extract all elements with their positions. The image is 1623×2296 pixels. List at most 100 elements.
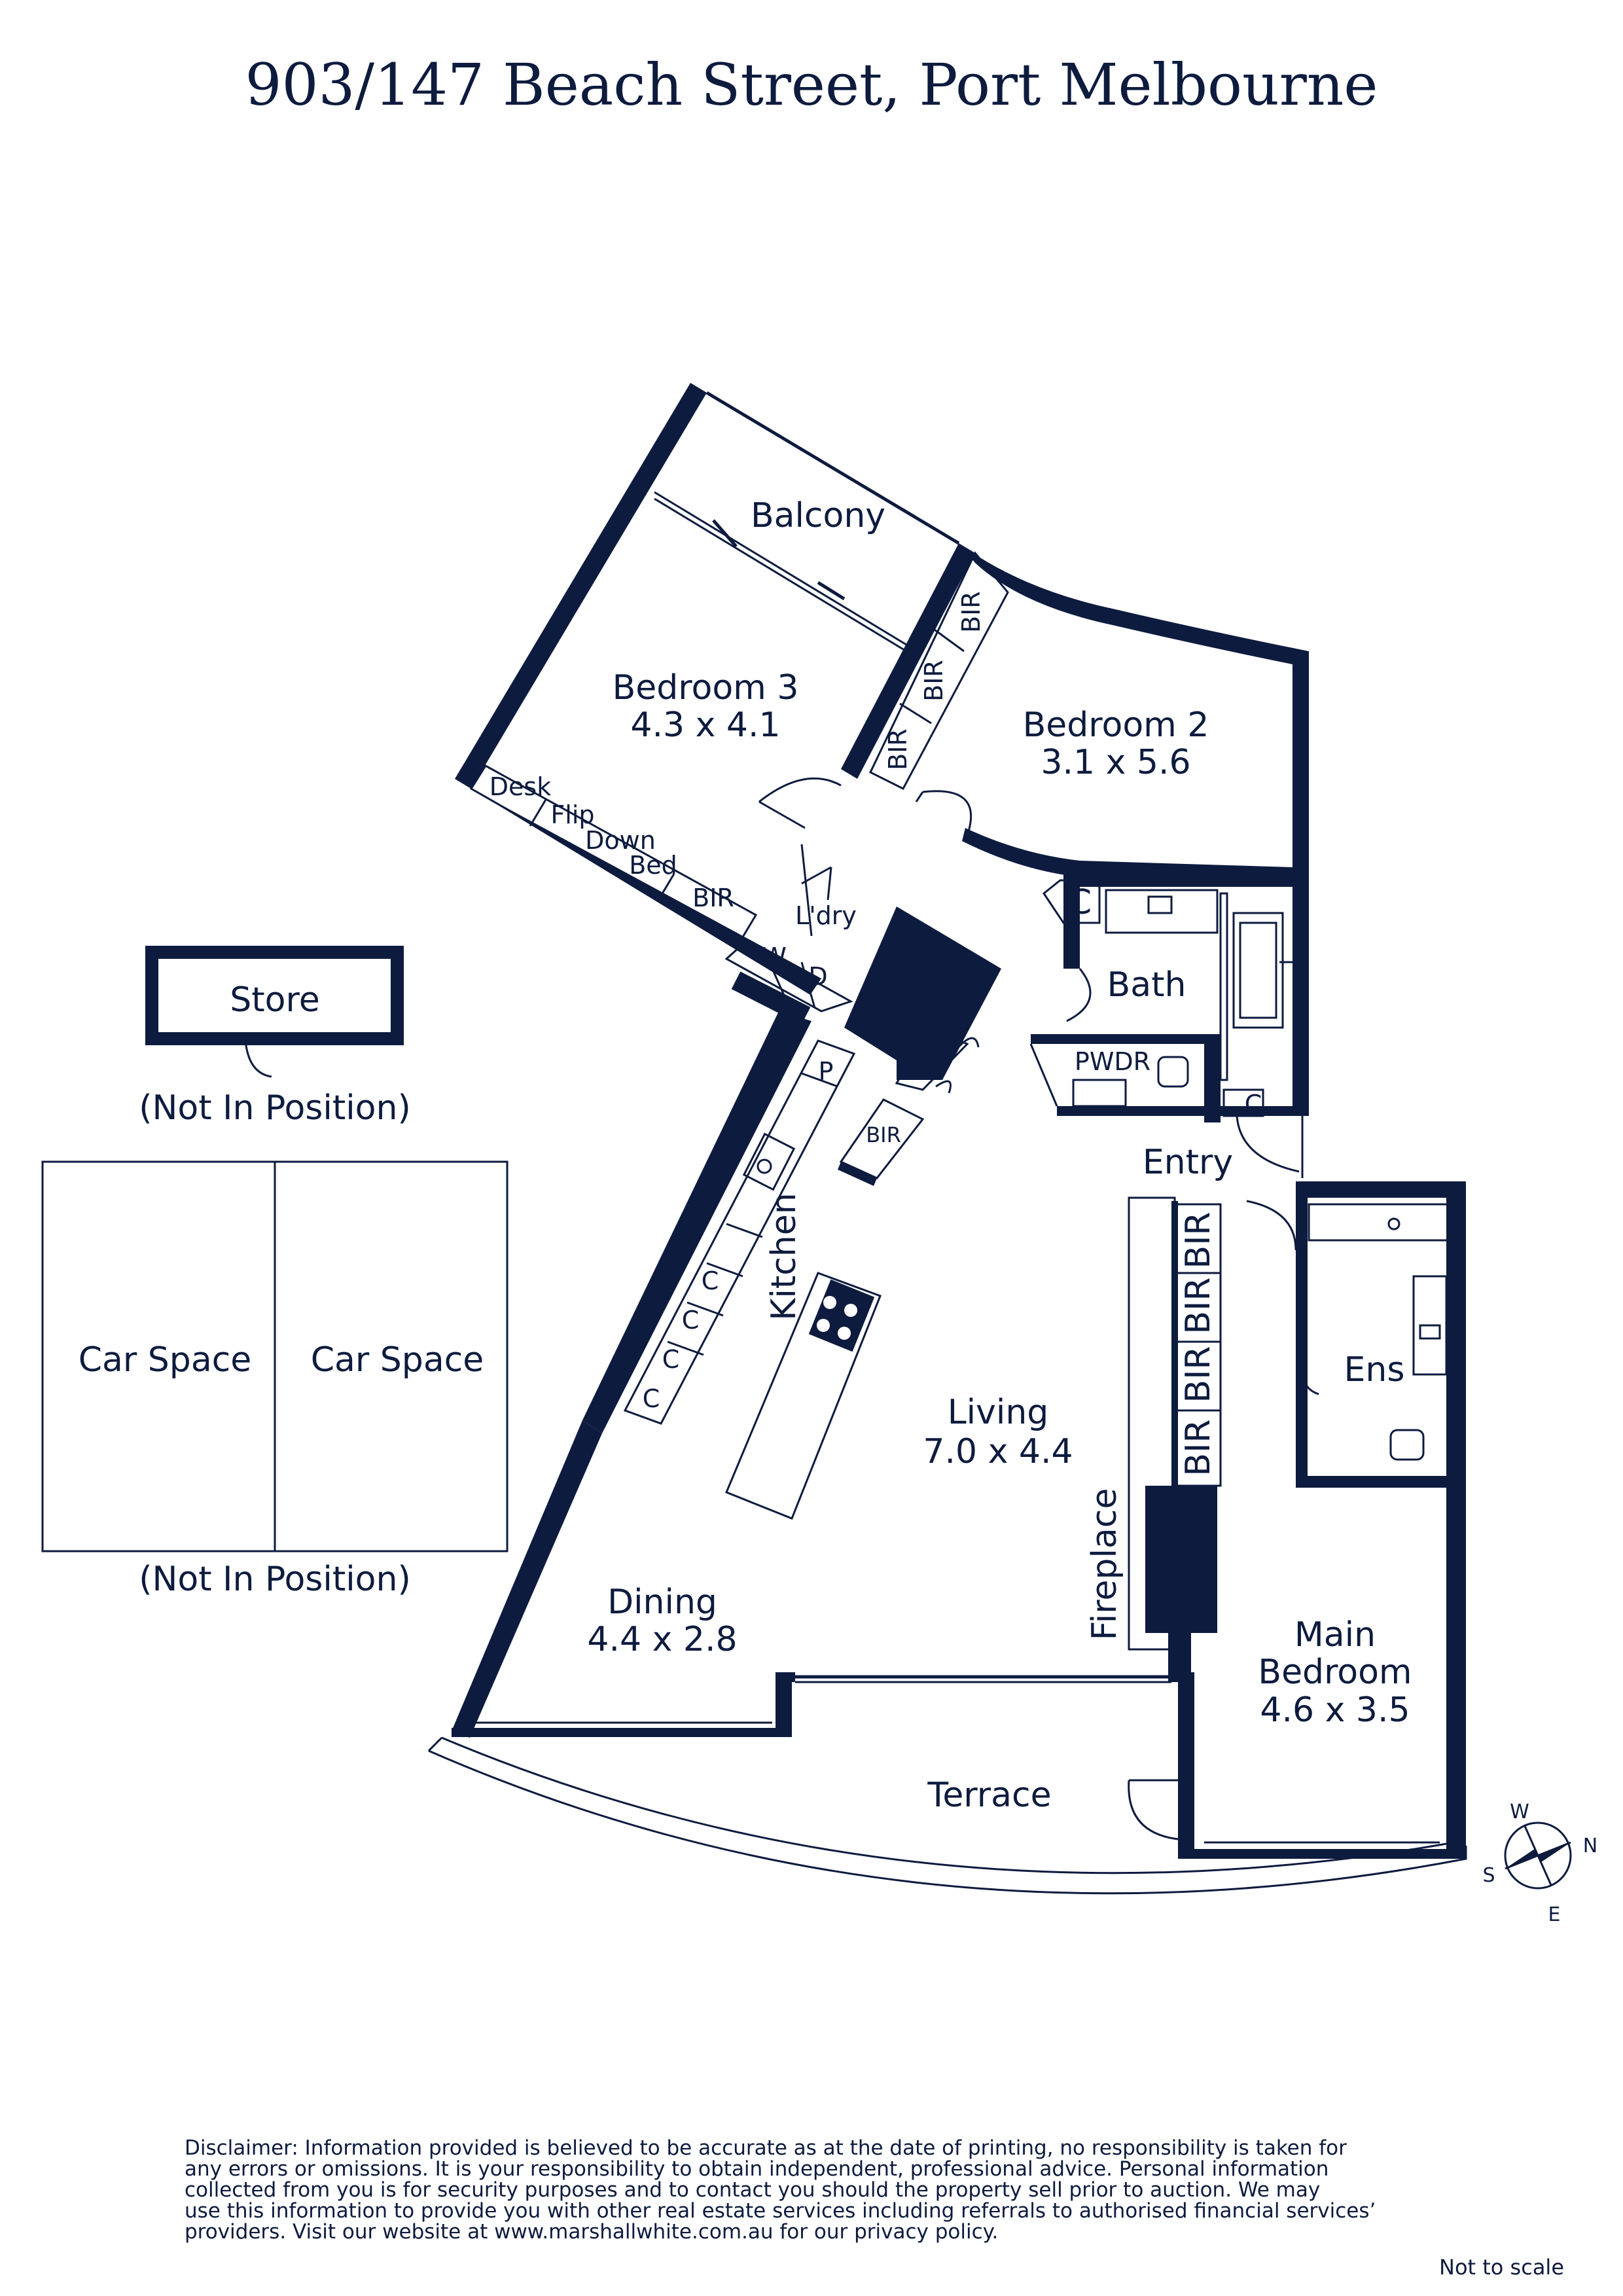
main-bedroom-dim: 4.6 x 3.5 bbox=[1260, 1691, 1410, 1730]
bir-label-bed2-top: BIR bbox=[957, 591, 986, 633]
bir-label-main-1: BIR bbox=[1179, 1211, 1218, 1268]
kitchen-bench bbox=[623, 1039, 856, 1425]
pwdr-basin bbox=[1072, 1079, 1127, 1107]
cupboard-divider-2 bbox=[706, 1262, 743, 1278]
pantry-divider bbox=[801, 1072, 838, 1088]
fireplace-opening bbox=[1157, 1498, 1192, 1624]
bath-basin bbox=[1147, 895, 1173, 914]
laundry-partition bbox=[800, 844, 813, 937]
bedroom2-dim: 3.1 x 5.6 bbox=[1041, 743, 1190, 782]
fireplace-box bbox=[1145, 1486, 1217, 1633]
dining-name: Dining bbox=[607, 1583, 717, 1622]
bath-outer-top bbox=[1063, 870, 1309, 887]
bar-door bbox=[954, 1037, 980, 1051]
balcony-outer-line bbox=[705, 391, 960, 545]
laundry-door-zig bbox=[801, 866, 832, 885]
dining-bottom-wall bbox=[452, 1728, 792, 1737]
burner-4 bbox=[838, 1327, 851, 1340]
cupboard-divider-1 bbox=[726, 1223, 763, 1238]
car-space-right-label: Car Space bbox=[311, 1340, 484, 1380]
entry-cupboard bbox=[1222, 1088, 1264, 1117]
desk-divider bbox=[529, 798, 548, 827]
disclaimer-line-4: use this information to provide you with… bbox=[185, 2199, 1376, 2223]
main-bed-lower-left-wall bbox=[1178, 1672, 1194, 1859]
cupboard-c-top bbox=[1042, 879, 1101, 924]
bed-divider bbox=[656, 873, 675, 902]
bath-left-wall bbox=[1063, 887, 1080, 969]
kitchen-label: Kitchen bbox=[764, 1193, 804, 1320]
ens-door-arc bbox=[1246, 1200, 1297, 1251]
ens-basin bbox=[1419, 1324, 1441, 1340]
compass-s: S bbox=[1482, 1864, 1495, 1887]
fireplace-label: Fireplace bbox=[1085, 1488, 1124, 1641]
terrace-door-arc bbox=[1128, 1780, 1179, 1840]
property-address-title: 903/147 Beach Street, Port Melbourne bbox=[245, 51, 1378, 118]
ens-shower-head bbox=[1387, 1217, 1400, 1230]
ens-top-wall bbox=[1296, 1181, 1466, 1198]
bedroom2-right-wall bbox=[1293, 655, 1309, 880]
pwdr-toilet bbox=[1157, 1056, 1189, 1088]
entry-label: Entry bbox=[1143, 1143, 1233, 1182]
bedroom3-door-arc bbox=[758, 777, 842, 803]
dryer-label: D bbox=[808, 962, 827, 991]
main-bedroom-line2: Bedroom bbox=[1258, 1653, 1412, 1692]
burner-3 bbox=[817, 1319, 830, 1332]
disclaimer-line-5: providers. Visit our website at www.mars… bbox=[185, 2220, 998, 2244]
balcony-door-track bbox=[654, 491, 907, 646]
bedroom2-bottom-wall bbox=[962, 828, 1293, 884]
main-bed-bottom-wall bbox=[1178, 1849, 1466, 1859]
main-door-arc bbox=[1297, 1341, 1319, 1395]
burner-2 bbox=[844, 1304, 857, 1317]
cupboard-label-2: C bbox=[682, 1306, 700, 1335]
burner-1 bbox=[823, 1296, 836, 1309]
powder-label: PWDR bbox=[1075, 1047, 1150, 1076]
cupboard-label-4: C bbox=[643, 1384, 660, 1413]
bedroom3-left-wall bbox=[455, 383, 707, 789]
ens-toilet bbox=[1389, 1429, 1425, 1461]
ens-vanity bbox=[1412, 1275, 1448, 1376]
compass-e: E bbox=[1548, 1903, 1561, 1926]
balcony-label: Balcony bbox=[751, 496, 885, 535]
laundry-w-divider bbox=[771, 968, 787, 999]
entry-wall bbox=[1204, 1116, 1221, 1122]
store-note: (Not In Position) bbox=[139, 1088, 411, 1128]
cupboard-label-3: C bbox=[662, 1345, 680, 1374]
balcony-door-mark-2 bbox=[817, 581, 846, 601]
bar-door-2 bbox=[935, 1080, 952, 1094]
disclaimer-line-3: collected from you is for security purpo… bbox=[185, 2178, 1320, 2202]
fireplace-column bbox=[1128, 1196, 1176, 1651]
entry-door-arc bbox=[1236, 1115, 1300, 1173]
bir-label-main-2: BIR bbox=[1179, 1277, 1218, 1334]
ens-left-wall bbox=[1296, 1198, 1308, 1486]
compass-south-needle bbox=[1505, 1849, 1538, 1869]
desk-label: Desk bbox=[490, 772, 551, 801]
bedroom-divider-wall bbox=[841, 543, 975, 779]
not-to-scale: Not to scale bbox=[1439, 2255, 1564, 2280]
car-space-right bbox=[274, 1160, 508, 1552]
pwdr-top-wall bbox=[1031, 1034, 1221, 1044]
bedroom2-name: Bedroom 2 bbox=[1023, 706, 1209, 745]
store-outline bbox=[145, 946, 404, 1045]
bedroom3-bir-strip bbox=[469, 764, 758, 944]
bir-label-kitchen: BIR bbox=[866, 1122, 901, 1147]
cupboard-label-1: C bbox=[702, 1266, 719, 1295]
cupboard-label-bath: C bbox=[1068, 883, 1092, 922]
kitchen-top-wall bbox=[731, 971, 811, 1025]
ensuite-label: Ens bbox=[1344, 1350, 1405, 1390]
bir-label-bed3: BIR bbox=[692, 884, 734, 912]
laundry-outline bbox=[724, 941, 853, 1013]
main-bedroom-line1: Main bbox=[1294, 1615, 1376, 1655]
dining-step-wall bbox=[776, 1672, 792, 1736]
bathtub-inner bbox=[1239, 922, 1277, 1019]
bathtub bbox=[1232, 912, 1284, 1029]
kitchen-sink bbox=[742, 1132, 796, 1191]
kitchen-island bbox=[725, 1272, 882, 1520]
balcony-door-track-2 bbox=[654, 497, 907, 653]
flip-label: Flip bbox=[550, 800, 594, 829]
bedroom3-dim: 4.3 x 4.1 bbox=[630, 706, 780, 745]
bath-divider bbox=[1219, 892, 1228, 1081]
bir-label-bed2-low: BIR bbox=[883, 728, 912, 770]
laundry-d-divider bbox=[800, 961, 816, 1009]
compass bbox=[1504, 1821, 1572, 1890]
